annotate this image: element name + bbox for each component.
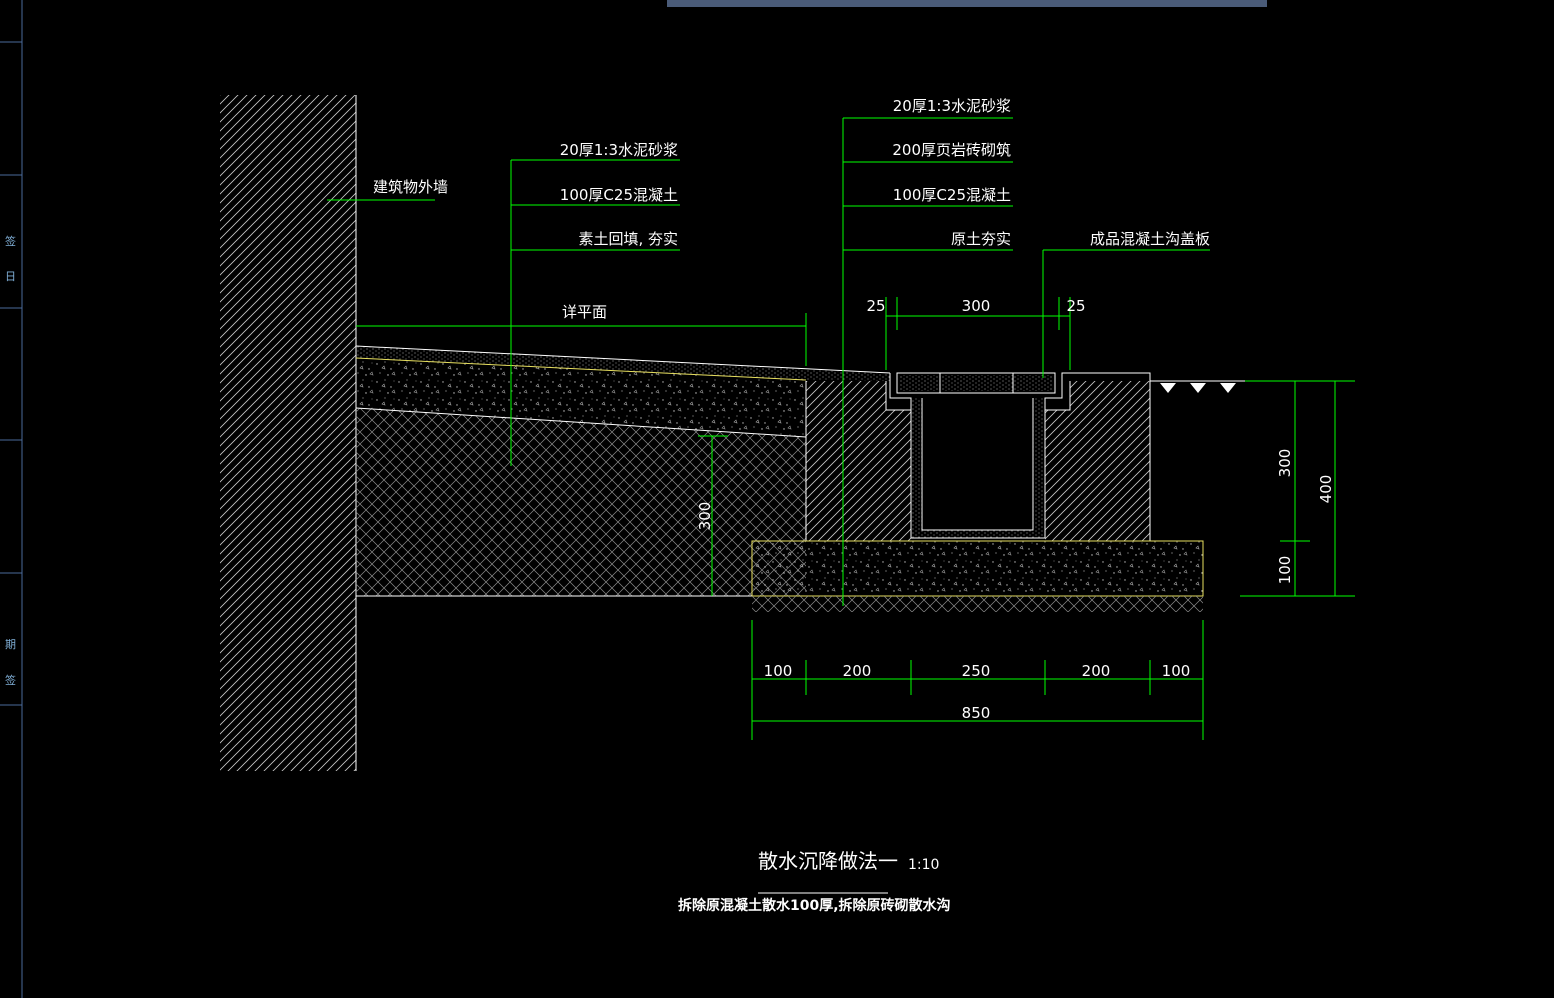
dim-left-height: 300 bbox=[696, 502, 714, 531]
top-toolbar-strip bbox=[667, 0, 1267, 7]
dim-top-right: 25 bbox=[1066, 297, 1085, 315]
dim-total: 850 bbox=[962, 704, 991, 722]
dim-top-left: 25 bbox=[866, 297, 885, 315]
channel-lining-fill-l bbox=[911, 398, 922, 538]
drawing-subtitle: 拆除原混凝土散水100厚,拆除原砖砌散水沟 bbox=[678, 897, 951, 914]
slab-concrete-c25 bbox=[356, 358, 806, 437]
side-mark-1: 签 bbox=[5, 234, 16, 248]
base-compacted-soil bbox=[752, 596, 1203, 612]
channel-brick-right bbox=[1045, 381, 1150, 541]
label-right-layer-3: 100厚C25混凝土 bbox=[893, 186, 1011, 204]
dim-bottom-1: 100 bbox=[764, 662, 793, 680]
left-title-block: 签 日 期 签 bbox=[0, 0, 23, 998]
channel-lining-fill-b bbox=[922, 530, 1033, 538]
building-wall bbox=[220, 95, 356, 771]
dim-bottom-2: 200 bbox=[843, 662, 872, 680]
base-concrete-slab bbox=[752, 541, 1203, 596]
label-right-layer-4: 原土夯实 bbox=[951, 230, 1011, 248]
channel-cover-plate bbox=[896, 372, 1056, 394]
drawing-title: 散水沉降做法一 bbox=[758, 849, 898, 873]
dim-right-300: 300 bbox=[1276, 449, 1294, 478]
label-left-layer-1: 20厚1:3水泥砂浆 bbox=[560, 141, 678, 159]
side-mark-2: 日 bbox=[5, 270, 16, 283]
channel-brick-left bbox=[806, 381, 911, 541]
slab-mortar-layer bbox=[356, 346, 890, 381]
dim-top-mid: 300 bbox=[962, 297, 991, 315]
backfill-soil bbox=[356, 408, 806, 596]
dim-bottom-4: 200 bbox=[1082, 662, 1111, 680]
channel-lining-fill-r bbox=[1033, 398, 1045, 538]
drawing-scale: 1:10 bbox=[908, 857, 939, 873]
dim-bottom-3: 250 bbox=[962, 662, 991, 680]
dim-bottom-5: 100 bbox=[1162, 662, 1191, 680]
label-left-layer-3: 素土回填, 夯实 bbox=[578, 230, 678, 248]
dim-right-400: 400 bbox=[1317, 475, 1335, 504]
label-right-layer-1: 20厚1:3水泥砂浆 bbox=[893, 97, 1011, 115]
leader-lines bbox=[327, 117, 1210, 606]
dimension-lines bbox=[751, 297, 1355, 740]
label-cover-plate: 成品混凝土沟盖板 bbox=[1090, 230, 1210, 248]
label-plan-reference: 详平面 bbox=[562, 303, 607, 321]
ground-line-symbol bbox=[1150, 380, 1245, 393]
side-mark-4: 签 bbox=[5, 673, 16, 687]
dim-right-100: 100 bbox=[1276, 556, 1294, 585]
label-right-layer-2: 200厚页岩砖砌筑 bbox=[892, 141, 1011, 159]
label-building-wall: 建筑物外墙 bbox=[373, 178, 448, 196]
label-left-layer-2: 100厚C25混凝土 bbox=[560, 186, 678, 204]
side-mark-3: 期 bbox=[5, 638, 16, 651]
